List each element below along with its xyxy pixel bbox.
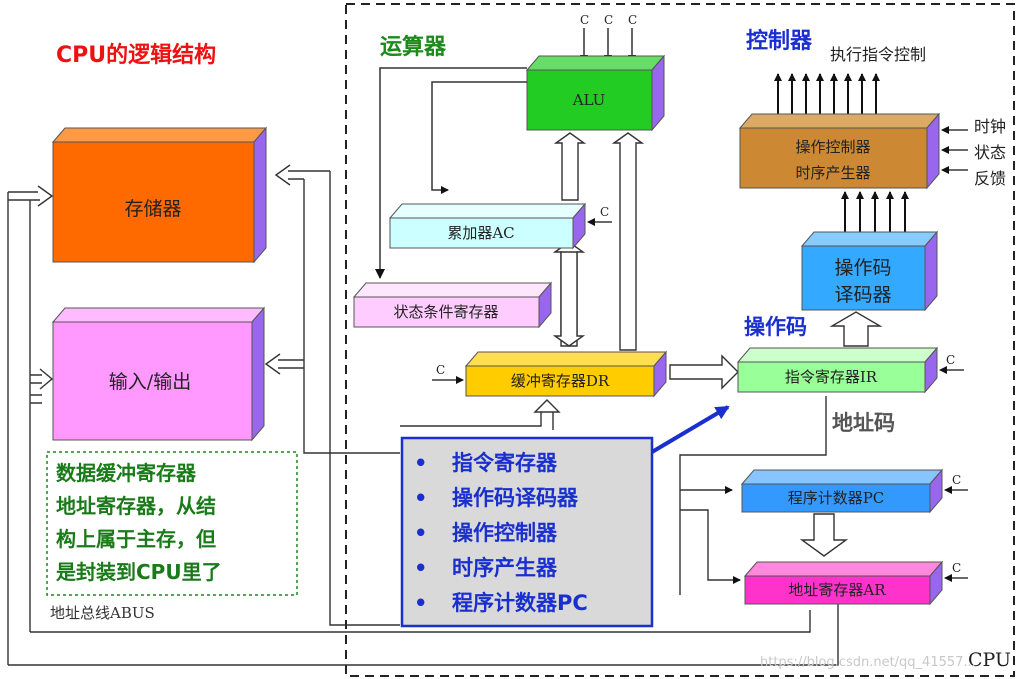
ir-to-decoder-arrow xyxy=(829,311,883,347)
list-bullet-1: • xyxy=(414,451,427,475)
alu-c1: C xyxy=(580,13,589,27)
clock-input-1: 时钟 xyxy=(974,117,1006,136)
ir-c: C xyxy=(946,353,955,367)
alu-label: ALU xyxy=(572,91,606,109)
list-item-2: 操作码译码器 xyxy=(452,486,579,510)
cpu-label: CPU xyxy=(968,649,1011,671)
alu-block: ALU xyxy=(525,54,666,132)
opcode-decoder-block: 操作码 译码器 xyxy=(800,230,939,312)
list-bullet-2: • xyxy=(414,486,427,510)
list-item-3: 操作控制器 xyxy=(452,521,558,545)
io-label: 输入/输出 xyxy=(109,371,191,393)
pc-label: 程序计数器PC xyxy=(788,489,885,507)
ir-label: 指令寄存器IR xyxy=(785,368,878,386)
op-controller-line-1: 操作控制器 xyxy=(795,138,870,156)
op-controller-line-2: 时序产生器 xyxy=(795,164,870,182)
ac-c: C xyxy=(600,205,609,219)
decoder-output-arrows xyxy=(841,191,909,232)
alu-feedback-lines xyxy=(375,67,527,279)
address-register-block: 地址寄存器AR xyxy=(743,560,944,606)
program-counter-block: 程序计数器PC xyxy=(740,468,944,514)
decoder-line-1: 操作码 xyxy=(834,257,891,279)
pointer-arrow xyxy=(650,405,730,454)
alu-section-title: 运算器 xyxy=(380,34,447,60)
execute-control-label: 执行指令控制 xyxy=(830,45,926,64)
note-box: 数据缓冲寄存器 地址寄存器，从结 构上属于主存，但 是封装到CPU里了 xyxy=(46,451,298,596)
alu-c2: C xyxy=(604,13,613,27)
control-output-arrows xyxy=(774,73,880,116)
pc-to-ar-arrow xyxy=(799,513,849,557)
ar-label: 地址寄存器AR xyxy=(788,581,886,599)
memory-label: 存储器 xyxy=(124,198,181,220)
list-item-4: 时序产生器 xyxy=(452,556,558,580)
data-register-label: 缓冲寄存器DR xyxy=(511,372,610,390)
clock-input-arrows xyxy=(941,126,968,174)
data-register-block: 缓冲寄存器DR xyxy=(464,350,668,398)
address-code-label: 地址码 xyxy=(832,411,895,435)
dr-to-ir-arrow xyxy=(669,354,739,390)
controller-list-box: • 指令寄存器 • 操作码译码器 • 操作控制器 • 时序产生器 • 程序计数器… xyxy=(400,436,654,628)
hollow-arrows-alu xyxy=(552,132,645,351)
accumulator-block: 累加器AC xyxy=(388,202,587,250)
controller-section-title: 控制器 xyxy=(746,28,813,54)
status-register-block: 状态条件寄存器 xyxy=(352,281,553,329)
list-bullet-5: • xyxy=(414,591,427,615)
bus-to-dr-lines xyxy=(400,399,561,430)
alu-c3: C xyxy=(628,13,637,27)
note-line-4: 是封装到CPU里了 xyxy=(55,560,222,584)
note-line-1: 数据缓冲寄存器 xyxy=(56,461,197,485)
note-line-3: 构上属于主存，但 xyxy=(56,527,216,551)
cpu-boundary xyxy=(345,3,1015,677)
bus-label: 地址总线ABUS xyxy=(50,604,155,622)
operation-controller-block: 操作控制器 时序产生器 xyxy=(738,112,941,190)
note-line-2: 地址寄存器，从结 xyxy=(56,494,216,518)
io-block: 输入/输出 xyxy=(51,306,266,442)
watermark: https://blog.csdn.net/qq_41557... xyxy=(760,655,976,670)
pc-c: C xyxy=(952,473,961,487)
memory-block: 存储器 xyxy=(51,126,268,264)
status-register-label: 状态条件寄存器 xyxy=(393,303,498,321)
left-bus-lines xyxy=(7,164,839,666)
list-item-5: 程序计数器PC xyxy=(452,591,588,615)
list-bullet-3: • xyxy=(414,521,427,545)
ir-address-lines xyxy=(679,396,827,595)
list-item-1: 指令寄存器 xyxy=(452,451,558,475)
opcode-label: 操作码 xyxy=(744,315,807,339)
decoder-line-2: 译码器 xyxy=(834,284,891,306)
clock-input-3: 反馈 xyxy=(974,169,1006,188)
accumulator-label: 累加器AC xyxy=(447,224,514,242)
instruction-register-block: 指令寄存器IR xyxy=(736,346,939,394)
clock-input-2: 状态 xyxy=(974,143,1006,162)
diagram-title: CPU的逻辑结构 xyxy=(56,42,216,68)
list-bullet-4: • xyxy=(414,556,427,580)
dr-c: C xyxy=(436,363,445,377)
ar-c: C xyxy=(952,561,961,575)
